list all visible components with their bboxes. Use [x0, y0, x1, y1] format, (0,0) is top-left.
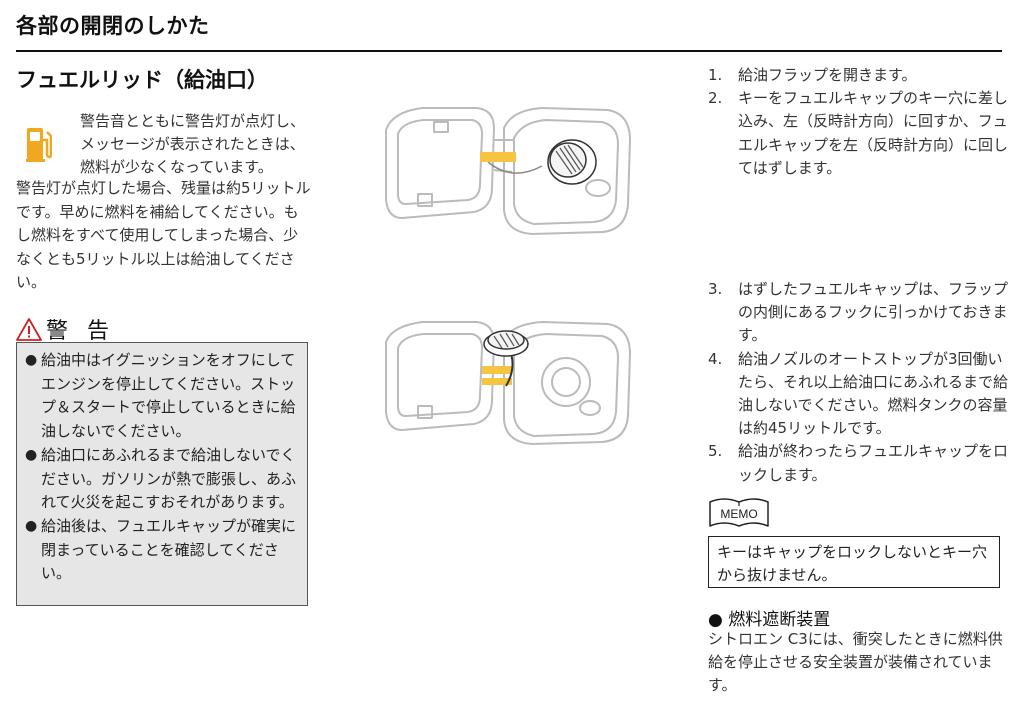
fuel-pump-icon: [26, 128, 52, 162]
step-item: 3. はずしたフュエルキャップは、フラップの内側にあるフックに引っかけておきます。: [708, 278, 1008, 348]
memo-box: キーはキャップをロックしないとキー穴から抜けません。: [708, 536, 1000, 588]
warning-item: 給油中はイグニッションをオフにしてエンジンを停止してください。ストップ＆スタート…: [25, 349, 299, 444]
section-title: フュエルリッド（給油口）: [16, 68, 268, 92]
step-item: 2. キーをフュエルキャップのキー穴に差し込み、左（反時計方向）に回すか、フュエル…: [708, 87, 1008, 180]
step-item: 1. 給油フラップを開きます。: [708, 64, 1008, 87]
step-text: 給油が終わったらフュエルキャップをロックします。: [738, 442, 1009, 484]
warning-list: 給油中はイグニッションをオフにしてエンジンを停止してください。ストップ＆スタート…: [17, 343, 307, 586]
header-divider: [16, 50, 1002, 52]
step-number: 3.: [708, 280, 723, 298]
warning-item: 給油後は、フュエルキャップが確実に閉まっていることを確認してください。: [25, 515, 299, 586]
step-number: 1.: [708, 66, 723, 84]
step-number: 5.: [708, 442, 723, 461]
warning-box: 給油中はイグニッションをオフにしてエンジンを停止してください。ストップ＆スタート…: [16, 342, 308, 606]
step-text: はずしたフュエルキャップは、フラップの内側にあるフックに引っかけておきます。: [738, 280, 1009, 345]
steps-list-a: 1. 給油フラップを開きます。 2. キーをフュエルキャップのキー穴に差し込み、左（…: [708, 64, 1008, 180]
step-item: 5. 給油が終わったらフュエルキャップをロックします。: [708, 440, 1008, 486]
warning-triangle-icon: [16, 318, 42, 341]
fuel-cut-text: シトロエン C3には、衝突したときに燃料供給を停止させる安全装置が装備されていま…: [708, 630, 1003, 694]
steps-list-b: 3. はずしたフュエルキャップは、フラップの内側にあるフックに引っかけておきます。…: [708, 278, 1008, 487]
step-text: 給油フラップを開きます。: [738, 66, 917, 84]
step-text: 給油ノズルのオートストップが3回働いたら、それ以上給油口にあふれるまで給油しない…: [738, 349, 1009, 438]
page-header-title: 各部の開閉のしかた: [16, 14, 210, 38]
step-text: キーをフュエルキャップのキー穴に差し込み、左（反時計方向）に回すか、フュエルキャ…: [738, 89, 1009, 177]
step-item: 4. 給油ノズルのオートストップが3回働いたら、それ以上給油口にあふれるまで給油し…: [708, 348, 1008, 441]
intro-text: 警告音とともに警告灯が点灯し、メッセージが表示されたときは、燃料が少なくなってい…: [80, 112, 306, 176]
warning-title: 警 告: [46, 319, 115, 344]
memo-book-icon: MEMO: [709, 498, 769, 527]
step-number: 2.: [708, 89, 723, 108]
fuel-cut-title: ● 燃料遮断装置: [708, 610, 831, 630]
memo-label: MEMO: [720, 507, 757, 521]
warning-item: 給油口にあふれるまで給油しないでください。ガソリンが熱で膨張し、あふれて火災を起…: [25, 444, 299, 515]
warning-header: 警 告: [16, 314, 115, 344]
fuel-cap-hook-illustration: [385, 321, 631, 445]
step-number: 4.: [708, 349, 723, 368]
body-text: 警告灯が点灯した場合、残量は約5リットルです。早めに燃料を補給してください。もし…: [16, 179, 311, 291]
fuel-flap-open-illustration: [385, 107, 631, 235]
